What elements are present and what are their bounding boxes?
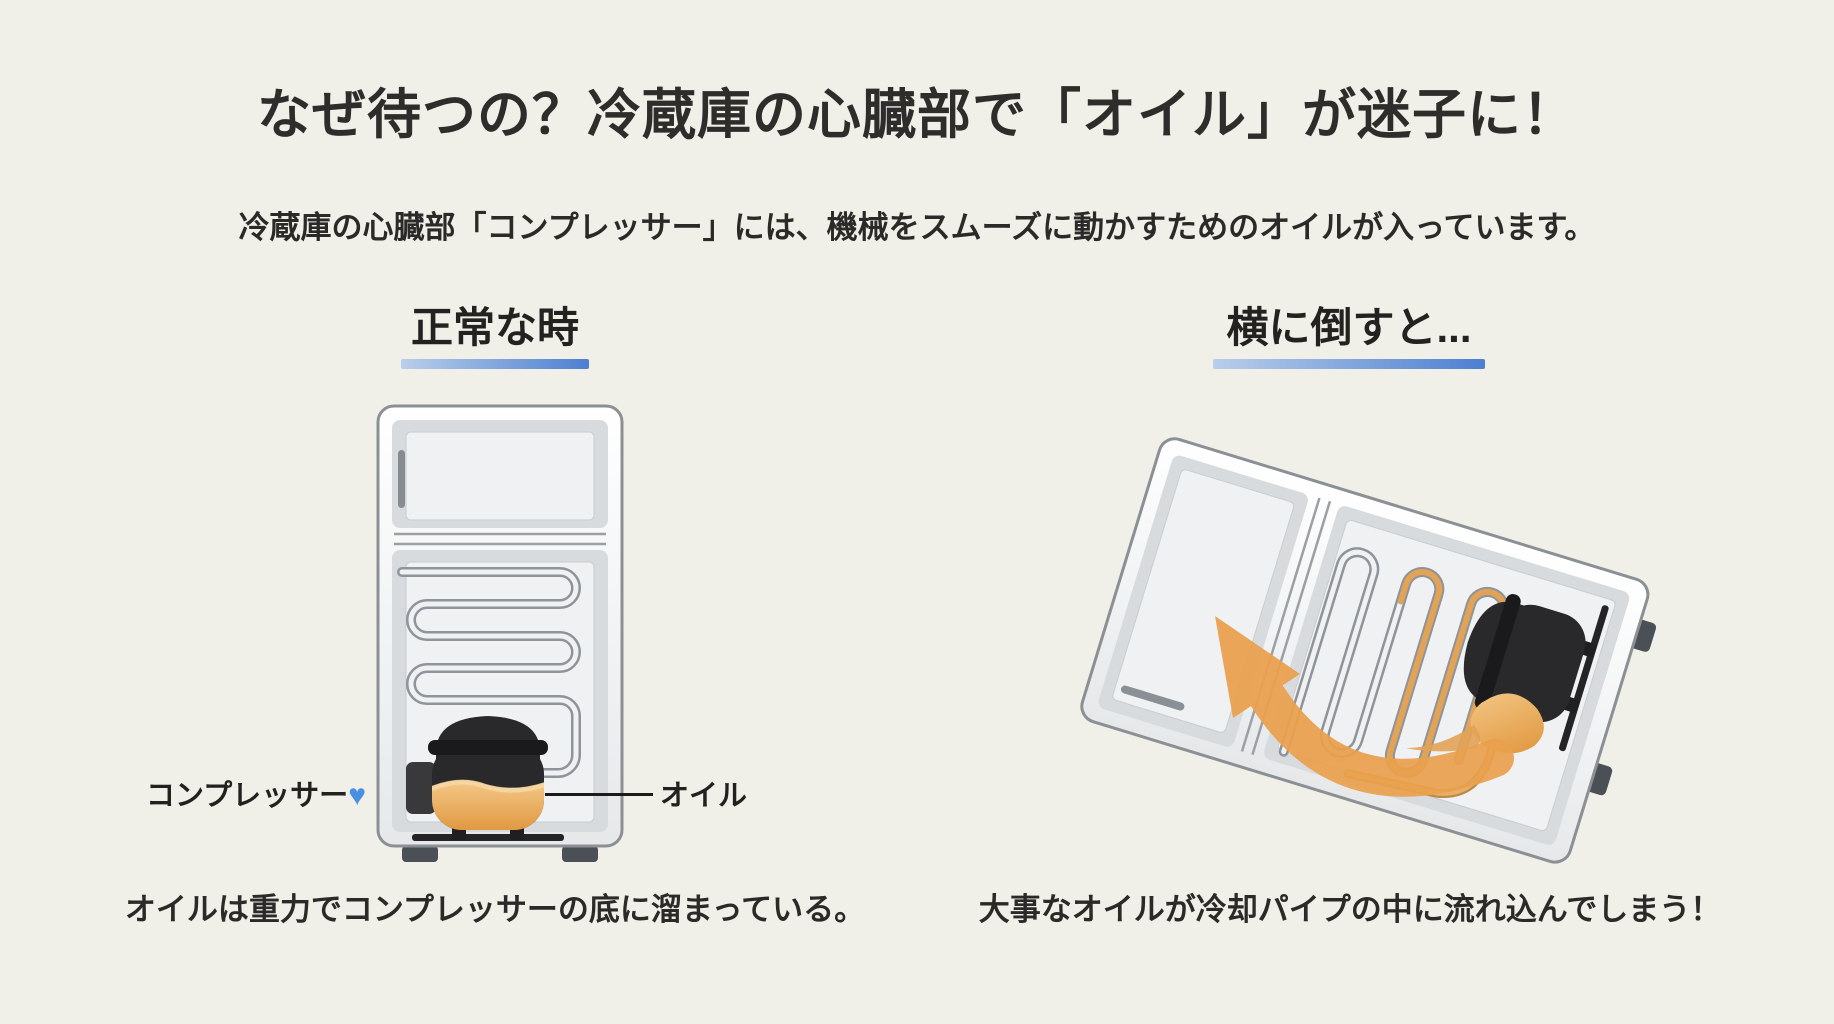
oil-flow-arrow-head <box>1215 616 1300 718</box>
normal-panel-caption: オイルは重力でコンプレッサーの底に溜まっている。 <box>124 892 866 927</box>
cooling-pipe-inner <box>399 569 579 776</box>
normal-panel-heading: 正常な時 <box>335 294 655 369</box>
oil-wave-highlight <box>432 779 544 795</box>
oil <box>432 780 544 830</box>
oil-pointer-line <box>545 793 653 796</box>
normal-heading-text: 正常な時 <box>410 304 579 351</box>
compressor-band <box>1474 594 1521 710</box>
fridge-foot <box>562 846 598 862</box>
compressor <box>1463 594 1609 752</box>
oil-label: オイル <box>660 780 748 812</box>
heart-icon: ♥ <box>348 779 366 812</box>
freezer-interior-inner <box>1112 469 1295 733</box>
page-title: なぜ待つの？冷蔵庫の心臓部で「オイル」が迷子に！ <box>257 85 1577 145</box>
oil-flow-arrow-icon <box>1215 616 1514 797</box>
tipped-fridge-group <box>1080 437 1657 864</box>
upright-fridge-illustration <box>376 404 624 862</box>
tipped-panel-caption: 大事なオイルが冷却パイプの中に流れ込んでしまう！ <box>978 892 1722 927</box>
tipped-heading-text: 横に倒すと... <box>1226 304 1472 351</box>
compressor-label: コンプレッサー♥ <box>110 772 366 814</box>
compressor-rail <box>1558 605 1609 752</box>
oil-spill-stream <box>1406 725 1481 752</box>
freezer-interior-inner <box>405 431 595 521</box>
compressor-connector <box>406 762 436 814</box>
freezer-handle <box>1120 685 1185 711</box>
page-subtitle: 冷蔵庫の心臓部「コンプレッサー」には、機械をスムーズに動かすためのオイルが入って… <box>238 210 1596 245</box>
freezer-handle <box>398 450 405 508</box>
normal-heading-underline <box>401 359 589 369</box>
compressor <box>406 716 564 841</box>
compressor-label-text: コンプレッサー <box>146 780 349 812</box>
tipped-heading-underline <box>1213 359 1485 369</box>
oil-spill <box>1470 693 1544 754</box>
oil-flow-arrow-shaft <box>1248 677 1514 797</box>
fridge-foot <box>402 846 438 862</box>
tipped-fridge-illustration <box>1080 437 1657 864</box>
tipped-panel-heading: 横に倒すと... <box>1149 294 1549 369</box>
compressor-band <box>428 740 548 755</box>
compressor-rail <box>412 834 564 841</box>
